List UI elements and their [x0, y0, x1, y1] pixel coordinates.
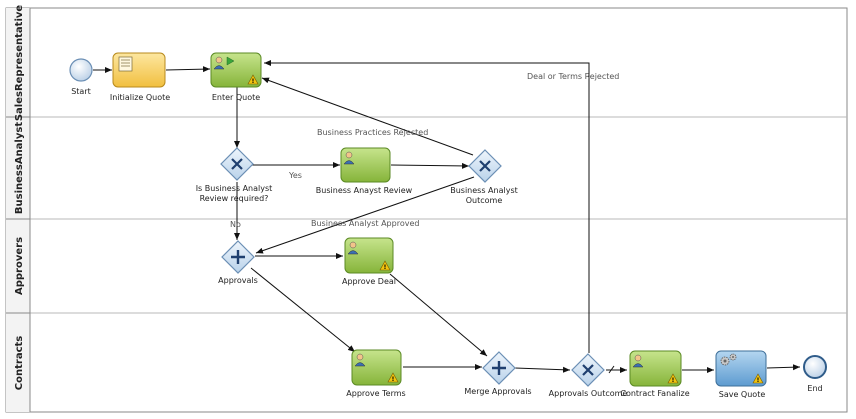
ba-outcome-label-2: Outcome — [466, 196, 503, 205]
plus-icon — [492, 361, 506, 375]
enter-quote-label: Enter Quote — [212, 93, 260, 102]
user-icon — [347, 241, 359, 255]
x-icon — [231, 158, 243, 170]
lane-title-contracts: Contracts — [14, 336, 25, 390]
flow-to-approve-terms[interactable] — [250, 267, 356, 353]
ba-review-task[interactable] — [340, 147, 391, 183]
edge-label-yes: Yes — [288, 171, 302, 180]
default-flow-mark — [608, 365, 615, 374]
svg-text:!: ! — [672, 377, 675, 384]
warning-icon: ! — [387, 372, 399, 383]
warning-icon: ! — [752, 373, 764, 384]
warning-icon: ! — [247, 74, 259, 85]
x-icon — [479, 160, 491, 172]
edge-label-deal-rejected: Deal or Terms Rejected — [527, 72, 619, 81]
gears-icon — [720, 353, 737, 366]
merge-approvals-label: Merge Approvals — [464, 387, 531, 396]
lane-title-approvers: Approvers — [14, 237, 25, 295]
svg-text:!: ! — [384, 264, 387, 271]
lane-title-business-analyst: BusinessAnalyst — [14, 122, 25, 214]
approve-terms-label: Approve Terms — [346, 389, 405, 398]
ba-outcome-label-1: Business Analyst — [450, 186, 518, 195]
ba-required-label-1: Is Business Analyst — [196, 184, 273, 193]
approve-deal-task[interactable]: ! — [344, 237, 394, 274]
x-icon — [582, 364, 594, 376]
merge-approvals-gateway[interactable] — [482, 351, 516, 385]
plus-icon — [231, 250, 245, 264]
svg-text:!: ! — [252, 78, 255, 85]
user-icon — [354, 353, 366, 367]
user-icon — [343, 151, 355, 165]
flow-deal-terms-rejected[interactable] — [264, 60, 590, 353]
initialize-quote-label: Initialize Quote — [110, 93, 170, 102]
approvals-outcome-label: Approvals Outcome — [549, 389, 628, 398]
enter-quote-task[interactable]: ! — [210, 52, 262, 88]
edge-label-practices-rejected: Business Practices Rejected — [317, 128, 428, 137]
lane-header-band — [6, 8, 30, 412]
approvals-label: Approvals — [218, 276, 258, 285]
sequence-flows — [93, 60, 801, 374]
warning-icon: ! — [379, 260, 391, 271]
ba-required-gateway[interactable] — [220, 147, 254, 181]
flow-init-to-enter[interactable] — [165, 66, 211, 73]
edge-label-ba-approved: Business Analyst Approved — [311, 219, 419, 228]
save-quote-task[interactable]: ! — [715, 350, 767, 387]
flow-practices-rejected[interactable] — [261, 77, 474, 156]
contract-finalize-task[interactable]: ! — [629, 350, 682, 387]
lane-title-sales: SalesRepresentative — [14, 5, 25, 122]
flow-deal-to-merge[interactable] — [389, 273, 488, 357]
ba-outcome-gateway[interactable] — [468, 149, 502, 183]
approve-deal-label: Approve Deal — [342, 277, 396, 286]
svg-text:!: ! — [392, 376, 395, 383]
flow-ba-approved[interactable] — [255, 176, 475, 254]
user-icon — [632, 354, 644, 368]
flow-review-to-outcome[interactable] — [390, 162, 470, 169]
contract-finalize-label: Contract Fanalize — [620, 389, 689, 398]
start-event[interactable] — [69, 58, 93, 82]
approvals-outcome-gateway[interactable] — [571, 353, 605, 387]
end-label: End — [807, 384, 822, 393]
user-icon — [213, 56, 225, 70]
script-icon — [118, 56, 133, 72]
ba-review-label: Business Anayst Review — [316, 186, 413, 195]
edge-label-no: No — [230, 220, 241, 229]
end-event[interactable] — [803, 355, 827, 379]
ba-required-label-2: Review required? — [200, 194, 269, 203]
approvals-gateway[interactable] — [221, 240, 255, 274]
flow-merge-to-outcome[interactable] — [514, 366, 571, 373]
warning-icon: ! — [667, 373, 679, 384]
save-quote-label: Save Quote — [719, 390, 766, 399]
svg-text:!: ! — [757, 377, 760, 384]
approve-terms-task[interactable]: ! — [351, 349, 402, 386]
flow-to-end[interactable] — [766, 364, 801, 371]
start-label: Start — [71, 87, 91, 96]
play-icon — [226, 56, 235, 66]
initialize-quote-task[interactable] — [112, 52, 166, 88]
